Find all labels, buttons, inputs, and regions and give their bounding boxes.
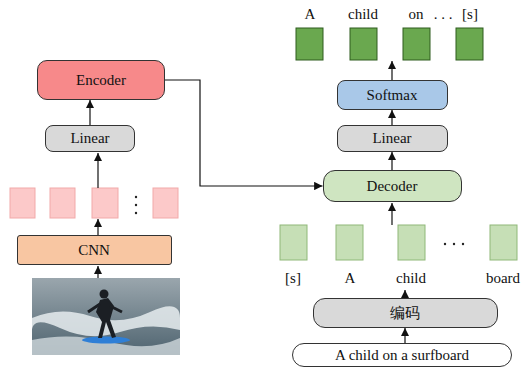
token-label: . . . xyxy=(434,6,453,23)
flow-arrow xyxy=(89,100,90,125)
feature-squares xyxy=(10,188,178,218)
encoder-box: Encoder xyxy=(37,60,165,100)
output-squares xyxy=(296,28,483,60)
linear-box: Linear xyxy=(337,125,448,152)
token-label: on xyxy=(409,6,424,23)
node-text: 编码 xyxy=(390,305,420,322)
flow-arrow xyxy=(391,152,392,170)
node-text: Decoder xyxy=(367,178,418,195)
node-text: A child on a surfboard xyxy=(335,347,469,364)
token-label: child xyxy=(396,270,426,287)
node-text: CNN xyxy=(78,242,110,259)
token-label: A xyxy=(305,6,316,23)
flow-arrow xyxy=(165,80,323,186)
token-label: A xyxy=(345,270,356,287)
embedding-squares xyxy=(280,225,517,260)
input-sentence: A child on a surfboard xyxy=(292,343,512,367)
cnn-box: CNN xyxy=(17,235,172,265)
node-text: Linear xyxy=(372,130,411,147)
decoder-box: Decoder xyxy=(323,170,462,202)
token-label: [s] xyxy=(462,6,478,23)
node-text: Softmax xyxy=(367,87,418,104)
token-label: [s] xyxy=(285,270,301,287)
embedding-box: 编码 xyxy=(313,298,498,328)
node-text: Linear xyxy=(70,130,109,147)
node-text: Encoder xyxy=(76,72,126,89)
flow-arrow xyxy=(391,110,392,125)
token-label: board xyxy=(486,270,520,287)
surfer-photo xyxy=(32,278,180,355)
linear-box: Linear xyxy=(45,125,135,152)
token-label: child xyxy=(348,6,378,23)
flow-arrow xyxy=(404,328,405,343)
softmax-box: Softmax xyxy=(337,80,448,110)
